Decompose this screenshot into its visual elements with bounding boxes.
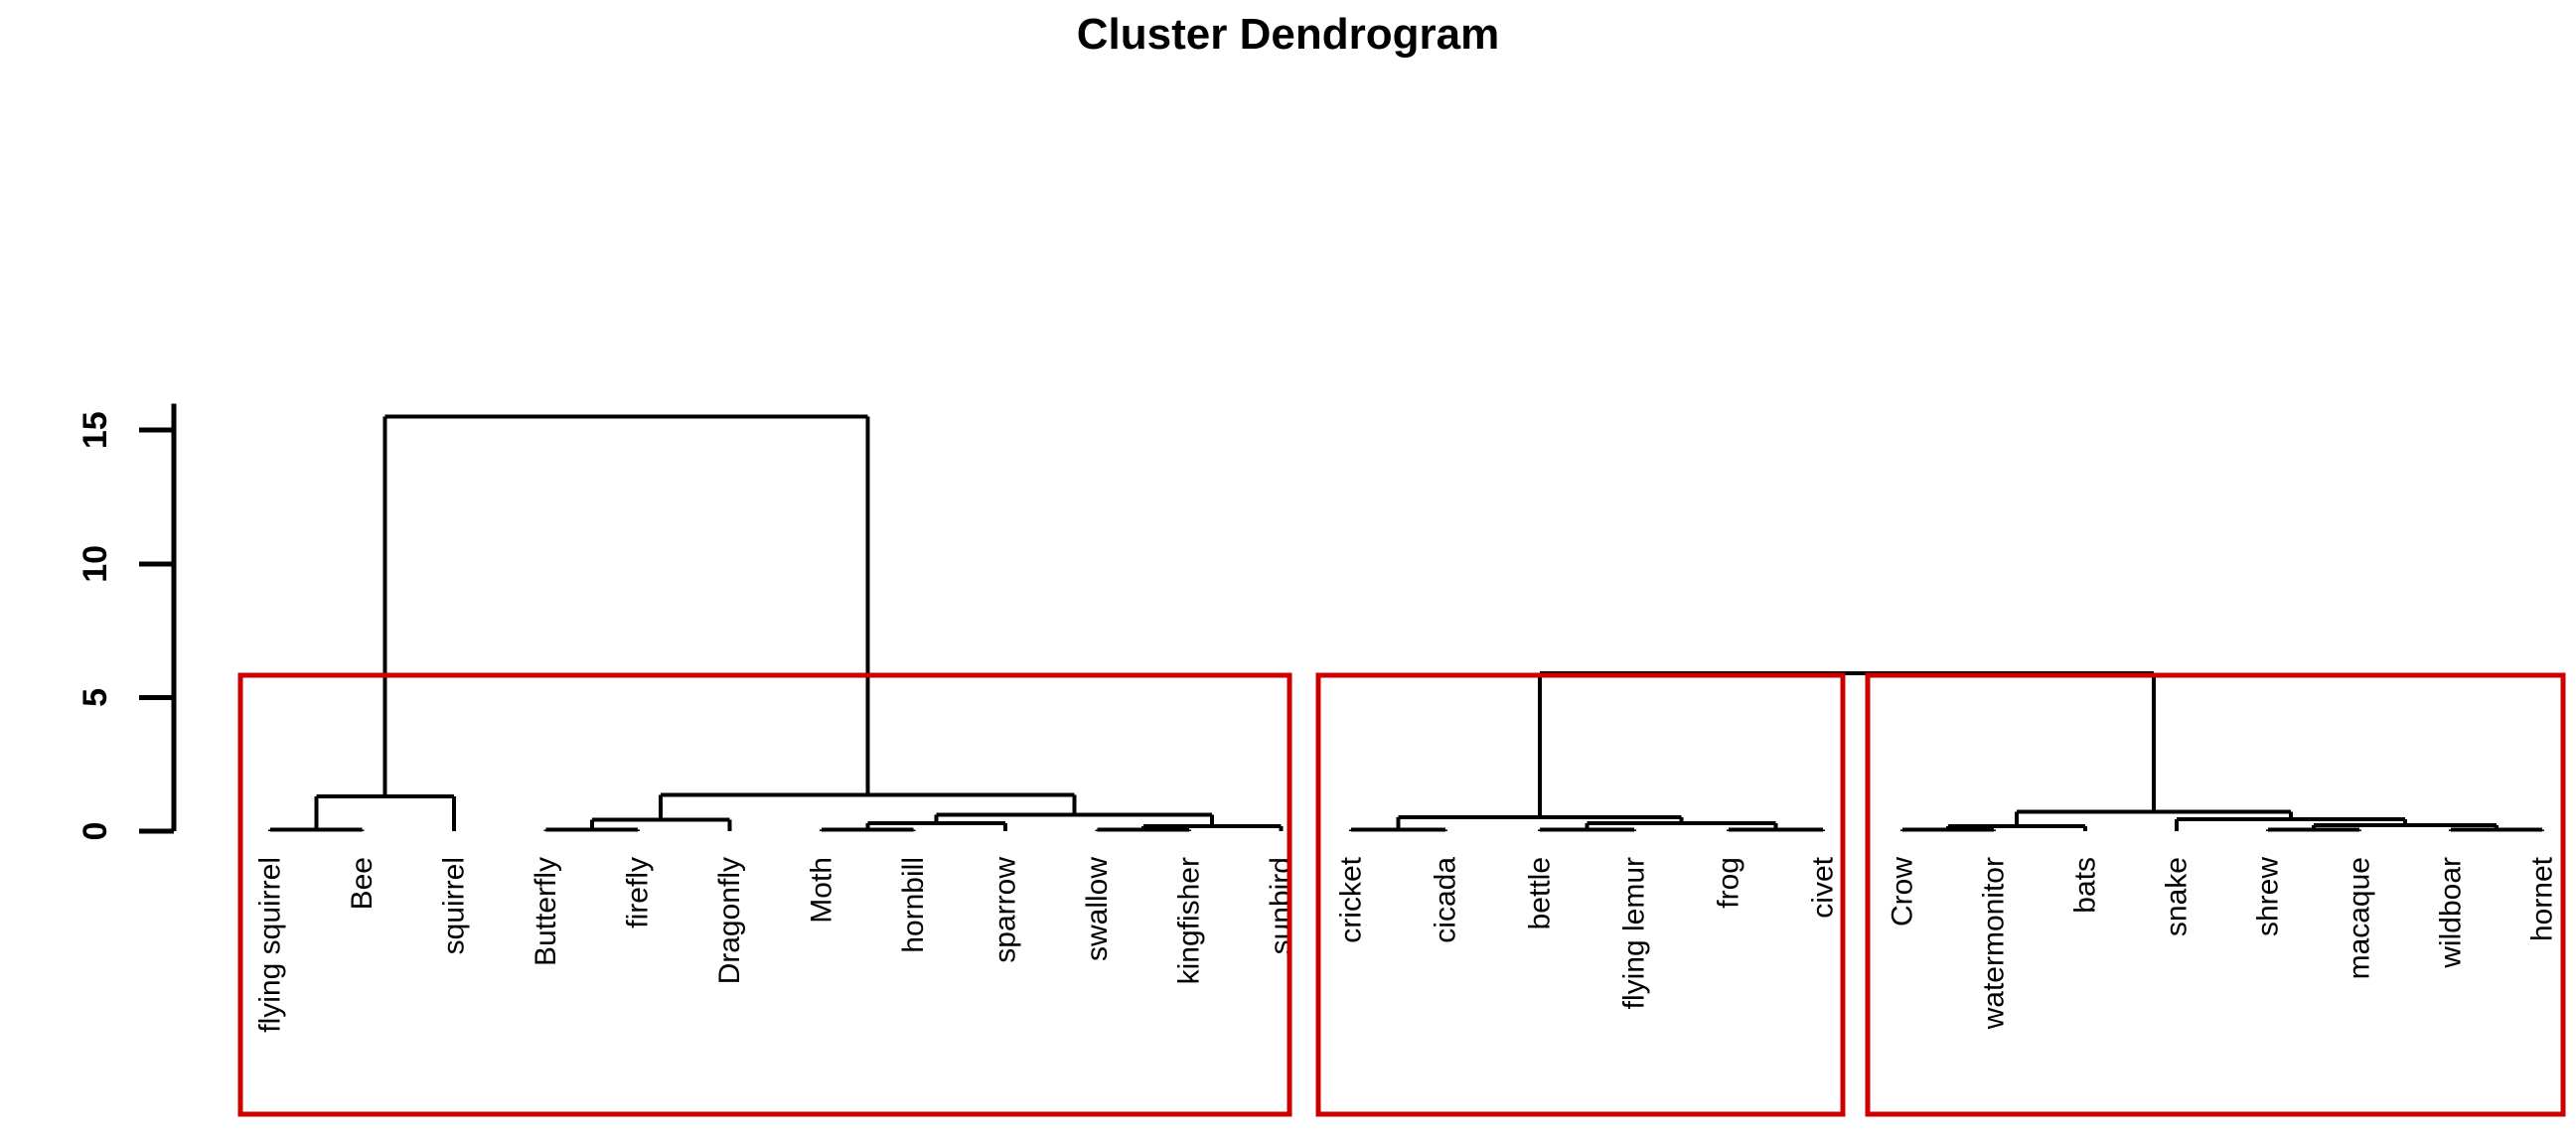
y-axis-tick-label: 5 <box>76 688 114 707</box>
leaf-label: cicada <box>1430 857 1462 943</box>
leaf-label: snake <box>2161 857 2194 936</box>
leaf-label: bettle <box>1524 857 1557 929</box>
leaf-label: Dragonfly <box>713 857 746 984</box>
cluster-box-1 <box>237 672 1292 1117</box>
leaf-label: hornbill <box>897 857 930 953</box>
leaf-label: cricket <box>1335 856 1368 942</box>
y-axis-tick-label: 0 <box>76 822 114 841</box>
leaf-label: bats <box>2069 857 2102 914</box>
leaf-label: sunbird <box>1265 857 1297 954</box>
leaf-label: sparrow <box>989 857 1022 963</box>
leaf-label: kingfisher <box>1173 857 1206 984</box>
leaf-label: Crow <box>1887 857 1919 926</box>
leaf-label: macaque <box>2344 857 2376 979</box>
leaf-label: watermonitor <box>1978 857 2011 1030</box>
leaf-label: shrew <box>2252 857 2285 936</box>
leaf-label: firefly <box>622 857 655 928</box>
leaf-label: wildboar <box>2435 857 2468 969</box>
leaf-label: Butterfly <box>530 857 562 966</box>
y-axis-tick-label: 15 <box>76 411 114 449</box>
leaf-label: flying squirrel <box>254 857 287 1033</box>
cluster-box-3 <box>1865 672 2566 1117</box>
page-title: Cluster Dendrogram <box>1076 10 1500 59</box>
leaf-label: frog <box>1713 857 1745 909</box>
leaf-label: squirrel <box>438 857 471 954</box>
y-axis-tick-label: 10 <box>76 545 114 583</box>
leaf-label: swallow <box>1081 857 1114 961</box>
leaf-label: civet <box>1807 856 1840 918</box>
leaf-label: hornet <box>2526 856 2559 941</box>
cluster-box-2 <box>1315 672 1846 1117</box>
leaf-label: Bee <box>346 857 379 910</box>
leaf-label: Moth <box>806 857 838 924</box>
leaf-label: flying lemur <box>1618 857 1651 1009</box>
